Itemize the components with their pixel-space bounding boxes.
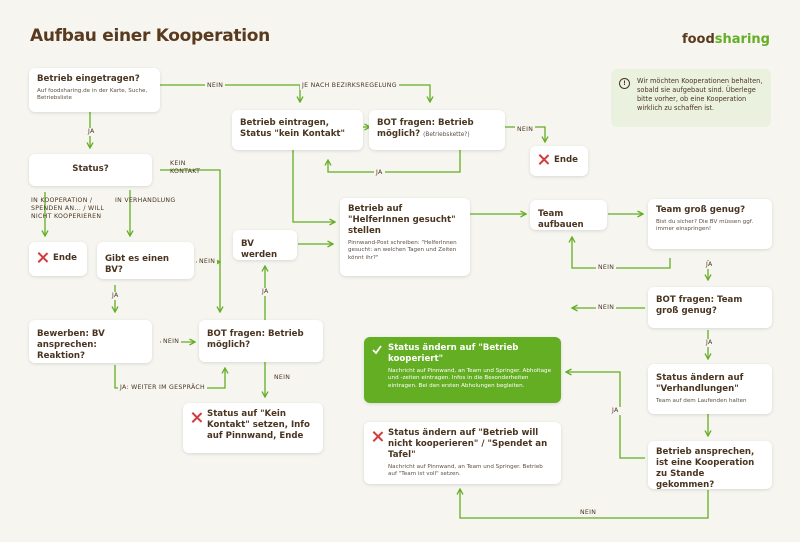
- arrow-status-kein-kontakt: [160, 169, 220, 312]
- label-in-kooperation: IN KOOPERATION / SPENDEN AN... / WILL NI…: [31, 197, 105, 220]
- node-team-aufbauen-title: Team aufbauen: [538, 209, 584, 230]
- label-ja-bot1: JA: [260, 288, 271, 296]
- check-icon: [372, 345, 382, 355]
- foodsharing-logo: foodsharing: [682, 32, 770, 47]
- node-ende-1-row: Ende: [37, 252, 79, 264]
- node-bot-team-title: BOT fragen: Team groß genug?: [656, 295, 743, 316]
- node-bewerben-title: Bewerben: BV ansprechen: Reaktion?: [37, 329, 105, 361]
- label-nein-bv: NEIN: [197, 258, 218, 266]
- node-gibt-bv: Gibt es einen BV?: [97, 242, 194, 279]
- node-status-kein-kontakt-title: Status auf "Kein Kontakt" setzen, Info a…: [207, 409, 310, 441]
- logo-part-sharing: sharing: [714, 32, 770, 47]
- node-betrieb-eingetragen-title: Betrieb eingetragen?: [37, 74, 140, 84]
- info-text: Wir möchten Kooperationen behalten, soba…: [637, 77, 763, 112]
- node-bot-team: BOT fragen: Team groß genug?: [648, 287, 772, 328]
- label-nein-bot1: NEIN: [272, 374, 293, 382]
- info-icon: !: [619, 78, 630, 89]
- node-status: Status?: [29, 154, 152, 186]
- page-title: Aufbau einer Kooperation: [30, 26, 270, 46]
- node-verhandlungen-title: Status ändern auf "Verhandlungen": [656, 373, 744, 394]
- label-ja-1: JA: [86, 128, 97, 136]
- node-team-gross-title: Team groß genug?: [656, 205, 746, 215]
- logo-part-food: food: [681, 32, 715, 47]
- node-ansprechen: Betrieb ansprechen, ist eine Kooperation…: [648, 441, 772, 490]
- node-team-aufbauen: Team aufbauen: [530, 200, 607, 230]
- node-status-kein-kontakt: Status auf "Kein Kontakt" setzen, Info a…: [183, 403, 323, 453]
- node-bot-fragen-betrieb-1-title: BOT fragen: Betrieb möglich?: [207, 329, 304, 350]
- label-ja-bv: JA: [110, 292, 121, 300]
- arrow-ansprechen-nein: [460, 489, 709, 519]
- cross-icon: [372, 431, 383, 442]
- node-helfer-title: Betrieb auf "HelferInnen gesucht" stelle…: [348, 204, 456, 236]
- node-bot-fragen-betrieb-2-title-text: BOT fragen: Betrieb möglich?: [377, 118, 474, 139]
- node-bewerben: Bewerben: BV ansprechen: Reaktion?: [29, 320, 152, 363]
- arrow-ansprechen-ja: [566, 372, 645, 459]
- node-ansprechen-title: Betrieb ansprechen, ist eine Kooperation…: [656, 447, 755, 490]
- node-betrieb-eingetragen: Betrieb eingetragen? Auf foodsharing.de …: [29, 68, 160, 112]
- node-ende-1-title: Ende: [53, 253, 77, 263]
- node-status-title: Status?: [72, 164, 109, 174]
- node-will-nicht-title: Status ändern auf "Betrieb will nicht ko…: [388, 428, 548, 460]
- node-verhandlungen: Status ändern auf "Verhandlungen" Team a…: [648, 364, 772, 414]
- label-ja-bot2: JA: [374, 169, 385, 177]
- node-ende-2-row: Ende: [538, 154, 580, 166]
- node-bv-werden-title: BV werden: [241, 239, 278, 260]
- node-kooperiert-sub: Nachricht auf Pinnwand, an Team und Spri…: [388, 368, 552, 389]
- label-nein-bot2: NEIN: [515, 126, 536, 134]
- label-kein-kontakt: KEIN KONTAKT: [170, 160, 201, 175]
- arrow-eintragen-helfer: [292, 150, 335, 222]
- label-nein-team-2: NEIN: [596, 304, 617, 312]
- node-ende-1: Ende: [29, 242, 87, 276]
- node-kooperiert-title: Status ändern auf "Betrieb kooperiert": [388, 343, 519, 364]
- arrow-eingetragen-nein: [160, 84, 300, 102]
- node-will-nicht-sub: Nachricht auf Pinnwand, an Team und Spri…: [388, 464, 543, 478]
- node-bot-fragen-betrieb-1: BOT fragen: Betrieb möglich?: [199, 320, 323, 362]
- label-nein-bewerben: NEIN: [161, 338, 182, 346]
- info-box: ! Wir möchten Kooperationen behalten, so…: [611, 69, 771, 127]
- label-nein-ansprechen: NEIN: [578, 509, 599, 517]
- node-betrieb-eingetragen-sub: Auf foodsharing.de in der Karte, Suche, …: [37, 88, 148, 102]
- node-ende-2-title: Ende: [554, 155, 578, 165]
- node-bv-werden: BV werden: [233, 230, 297, 260]
- label-je-nach: JE NACH BEZIRKSREGELUNG: [300, 82, 399, 90]
- label-nein-team-1: NEIN: [596, 264, 617, 272]
- label-ja-ansprechen: JA: [610, 407, 621, 415]
- node-verhandlungen-sub: Team auf dem Laufenden halten: [656, 398, 747, 404]
- node-betrieb-eintragen-title: Betrieb eintragen, Status "kein Kontakt": [240, 118, 346, 139]
- node-bot-fragen-betrieb-2-title: BOT fragen: Betrieb möglich? (Betriebske…: [377, 118, 497, 141]
- node-betrieb-eintragen: Betrieb eintragen, Status "kein Kontakt": [232, 110, 363, 150]
- cross-icon: [37, 252, 48, 263]
- cross-icon: [538, 154, 549, 165]
- label-in-verhandlung: IN VERHANDLUNG: [115, 197, 176, 204]
- node-ende-2: Ende: [530, 146, 588, 176]
- label-ja-bot-team: JA: [704, 339, 715, 347]
- node-team-gross-sub: Bist du sicher? Die BV müssen ggf. immer…: [656, 219, 754, 233]
- cross-icon: [191, 412, 202, 423]
- label-ja-weiter: JA: WEITER IM GESPRÄCH: [118, 384, 207, 392]
- node-kooperiert: Status ändern auf "Betrieb kooperiert" N…: [364, 337, 561, 403]
- label-ja-team: JA: [704, 261, 715, 269]
- label-nein-top: NEIN: [205, 82, 226, 90]
- node-will-nicht: Status ändern auf "Betrieb will nicht ko…: [364, 422, 561, 484]
- node-bot-fragen-betrieb-2-sub: (Betriebskette?): [423, 132, 470, 138]
- arrow-bot2-ja: [328, 150, 461, 173]
- node-helfer-sub: Pinnwand-Post schreiben: "HelferInnen ge…: [348, 240, 457, 261]
- node-gibt-bv-title: Gibt es einen BV?: [105, 254, 170, 275]
- node-team-gross: Team groß genug? Bist du sicher? Die BV …: [648, 199, 772, 249]
- node-bot-fragen-betrieb-2: BOT fragen: Betrieb möglich? (Betriebske…: [369, 110, 505, 150]
- node-helfer: Betrieb auf "HelferInnen gesucht" stelle…: [340, 198, 470, 276]
- arrow-team-nein1: [572, 237, 671, 269]
